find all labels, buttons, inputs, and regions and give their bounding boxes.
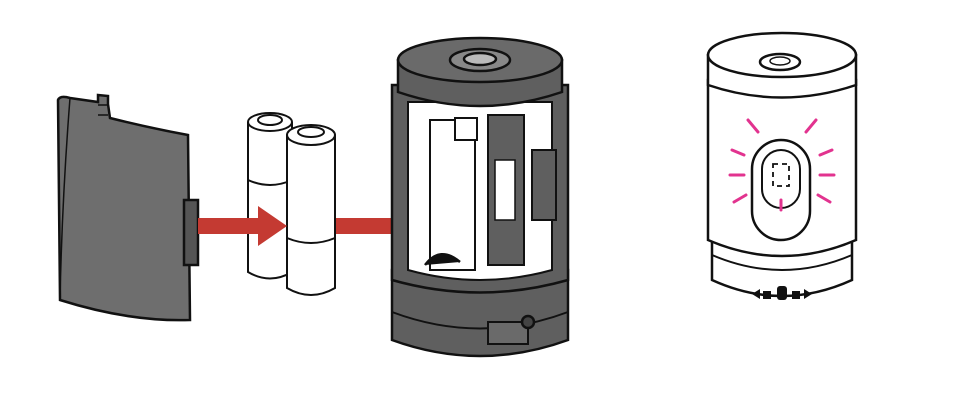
glow-rays-icon (728, 118, 836, 212)
unlock-icon (792, 291, 800, 299)
lock-unlock-icons (752, 286, 812, 300)
battery-cover-icon (56, 93, 200, 322)
battery-icon (286, 124, 336, 296)
light-button-icon (750, 138, 812, 242)
device-closed-icon (706, 31, 858, 300)
battery-icon (247, 112, 293, 280)
lock-icon (763, 291, 771, 299)
device-open-icon (390, 36, 570, 358)
